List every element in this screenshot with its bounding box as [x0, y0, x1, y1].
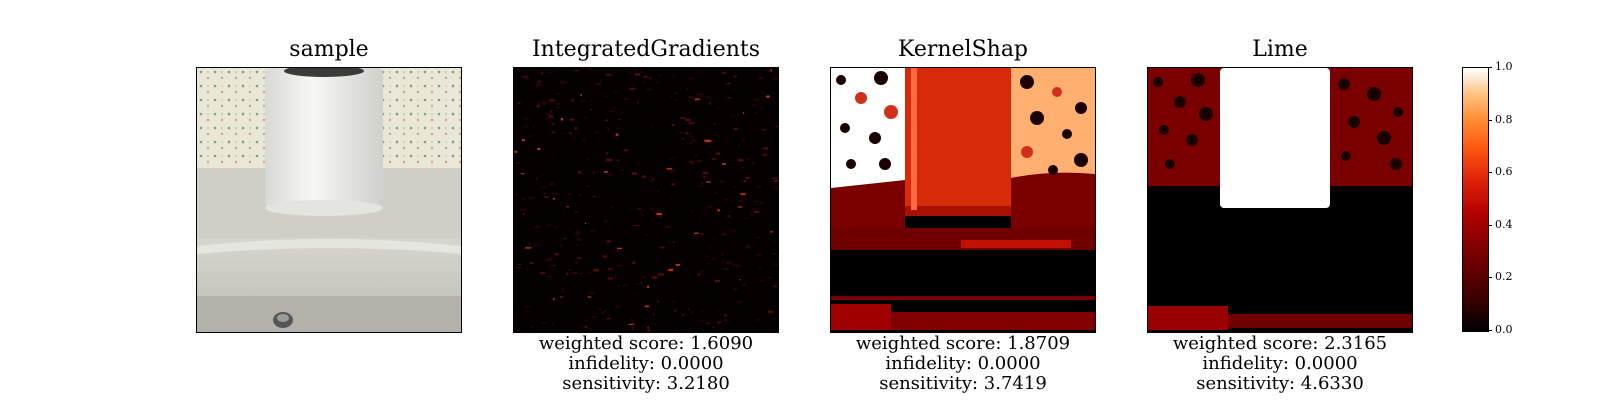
sensitivity: sensitivity: 3.2180 — [562, 373, 730, 394]
weighted-score: weighted score: 1.6090 — [538, 333, 754, 354]
weighted-score: weighted score: 1.8709 — [855, 333, 1071, 354]
sensitivity: sensitivity: 3.7419 — [879, 373, 1047, 394]
infidelity: infidelity: 0.0000 — [568, 353, 724, 374]
lime-attribution-map — [1148, 68, 1412, 332]
colorbar — [1462, 67, 1489, 332]
panel-title: IntegratedGradients — [531, 37, 761, 62]
ig-heatmap — [513, 67, 779, 333]
kernelshap-metrics: weighted score: 1.8709 infidelity: 0.000… — [790, 334, 1136, 394]
weighted-score: weighted score: 2.3165 — [1172, 333, 1388, 354]
panel-title: Lime — [1252, 37, 1308, 62]
kernelshap-heatmap — [830, 67, 1096, 333]
sample-image — [196, 67, 462, 333]
ig-metrics: weighted score: 1.6090 infidelity: 0.000… — [473, 334, 819, 394]
panel-title: sample — [289, 37, 369, 62]
panel-title: KernelShap — [897, 37, 1029, 62]
ig-attribution-map — [514, 68, 778, 332]
lime-heatmap — [1147, 67, 1413, 333]
kernelshap-attribution-map — [831, 68, 1095, 332]
sensitivity: sensitivity: 4.6330 — [1196, 373, 1364, 394]
lime-metrics: weighted score: 2.3165 infidelity: 0.000… — [1107, 334, 1453, 394]
sample-photo — [197, 68, 461, 332]
infidelity: infidelity: 0.0000 — [885, 353, 1041, 374]
infidelity: infidelity: 0.0000 — [1202, 353, 1358, 374]
